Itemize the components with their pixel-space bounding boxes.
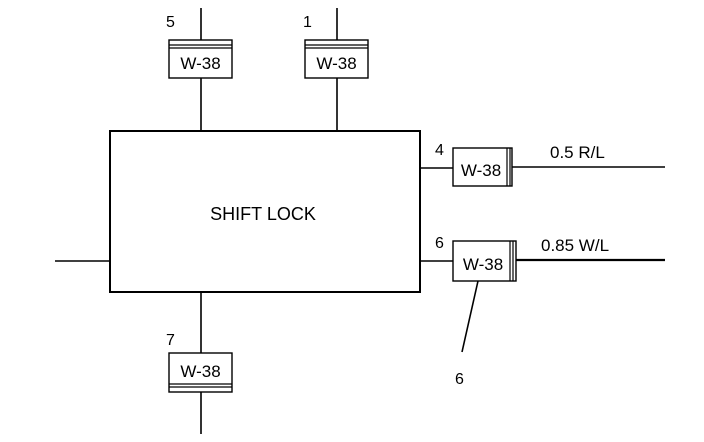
wires bbox=[55, 8, 665, 434]
connector-w38-pin7: W-38 7 bbox=[166, 332, 233, 393]
connector-body bbox=[168, 352, 233, 393]
connector-body bbox=[304, 39, 369, 79]
connector-w38-pin5: W-38 5 bbox=[166, 14, 233, 79]
pin-number: 7 bbox=[166, 332, 175, 349]
connector-code: W-38 bbox=[463, 255, 503, 274]
shift-lock-box bbox=[109, 130, 421, 293]
connector-w38-pin1: W-38 1 bbox=[303, 14, 369, 79]
shift-lock-label: SHIFT LOCK bbox=[210, 204, 316, 224]
wire-spec-label: 0.85 W/L bbox=[541, 236, 609, 255]
pin-number: 6 bbox=[435, 235, 444, 252]
shift-lock-unit: SHIFT LOCK bbox=[109, 130, 421, 293]
connector-code: W-38 bbox=[461, 161, 501, 180]
connector-body bbox=[168, 39, 233, 79]
pin-number: 1 bbox=[303, 14, 312, 31]
connector-w38-pin6: W-38 6 0.85 W/L bbox=[435, 235, 609, 282]
connector-body bbox=[452, 147, 513, 187]
pin-number: 5 bbox=[166, 14, 175, 31]
wire-spec-label: 0.5 R/L bbox=[550, 143, 605, 162]
pin-number: 4 bbox=[435, 142, 444, 159]
connector-code: W-38 bbox=[180, 54, 220, 73]
callout-label: 6 bbox=[455, 371, 464, 388]
connector-code: W-38 bbox=[316, 54, 356, 73]
connector-code: W-38 bbox=[180, 362, 220, 381]
callout-leader-line bbox=[461, 280, 479, 353]
connector-w38-pin4: W-38 4 0.5 R/L bbox=[435, 142, 605, 187]
connector-body bbox=[452, 240, 517, 282]
